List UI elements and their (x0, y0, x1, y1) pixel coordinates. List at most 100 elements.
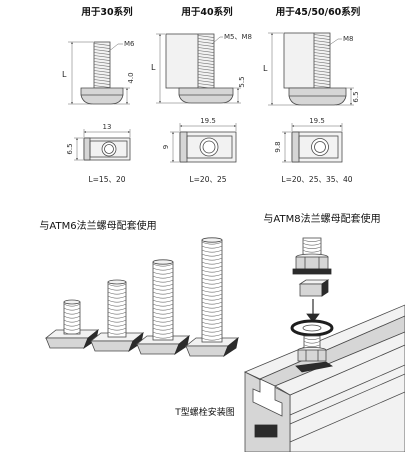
profile-groove-line (289, 364, 405, 416)
thread-coil-line (201, 289, 223, 293)
thread-coil-line (201, 281, 223, 285)
head-depth-label: 6.5 (66, 143, 74, 154)
thread-coil-line (107, 331, 127, 335)
thread-coil-line (302, 239, 322, 242)
thread-coil-line (93, 58, 111, 61)
shank-section (311, 138, 329, 156)
thread-lines (93, 43, 111, 88)
thread-coils (152, 263, 174, 339)
thread-coil-line (201, 261, 223, 265)
thread-coil-line (313, 40, 331, 43)
thread-coil-line (93, 49, 111, 52)
thread-coil-line (152, 287, 174, 291)
thread-coil-line (197, 80, 215, 83)
thread-coil-line (93, 85, 111, 88)
head-depth-label: 9.8 (274, 141, 282, 152)
thread-coil-line (313, 64, 331, 67)
lengths-40-series: L=20、25 (189, 175, 226, 184)
thread-coil-line (303, 340, 321, 344)
thread-coil-line (201, 253, 223, 257)
thread-coil-line (152, 323, 174, 327)
profile-top-rail-right (274, 331, 405, 396)
shank-end (152, 259, 174, 265)
installation-diagram (244, 237, 405, 452)
thread-coil-line (93, 46, 111, 49)
thread-coil-line (93, 82, 111, 85)
nut-flange (292, 268, 332, 275)
t-head (288, 87, 347, 106)
thread-leader-line (107, 43, 123, 53)
length-label: L (62, 70, 67, 79)
thread-coil-line (152, 267, 174, 271)
thread-coil-line (197, 59, 215, 62)
thread-coil-line (303, 337, 321, 340)
thread-coil-line (63, 311, 81, 315)
thread-coil-line (152, 303, 174, 307)
thread-coil-line (152, 307, 174, 311)
top-view-40-series: 19.5 9 (162, 117, 237, 163)
thread-coil-line (201, 269, 223, 273)
head-depth-label: 9 (162, 145, 170, 149)
thread-coil-line (313, 67, 331, 70)
thread-coil-line (201, 333, 223, 337)
lengths-30-series: L=15、20 (88, 175, 125, 184)
shank-end (63, 299, 81, 305)
thread-coil-line (63, 331, 81, 335)
thread-coil-line (201, 285, 223, 289)
thread-coil-line (107, 307, 127, 311)
shank-end (201, 237, 223, 243)
thread-coil-line (313, 76, 331, 79)
thread-coil-line (107, 291, 127, 295)
thread-coil-line (197, 44, 215, 47)
thread-coil-line (107, 295, 127, 299)
thread-coil-line (313, 43, 331, 46)
shank-core (104, 144, 114, 154)
head-front-face (185, 345, 229, 357)
t-head (80, 87, 124, 105)
head-front-face (136, 343, 180, 355)
thread-coil-line (107, 315, 127, 319)
thread-coils (63, 303, 81, 335)
thread-coil-line (63, 315, 81, 319)
arrow-down-icon (306, 313, 320, 323)
thread-coil-line (201, 245, 223, 249)
shank-core (314, 141, 326, 153)
thread-coil-line (152, 327, 174, 331)
thread-coil-line (63, 327, 81, 331)
thread-coil-line (201, 249, 223, 253)
thread-coil-line (201, 293, 223, 297)
thread-coil-line (197, 62, 215, 65)
side-view-45-50-60-series: L M8 6.5 (263, 32, 360, 106)
thread-coil-line (93, 67, 111, 70)
head-height-label: 5.5 (238, 76, 246, 87)
hex-nut (297, 349, 327, 362)
thread-coil-line (313, 85, 331, 88)
thread-coil-line (93, 52, 111, 55)
head-width-label: 19.5 (309, 117, 325, 125)
head-width-label: 19.5 (200, 117, 216, 125)
thread-coil-line (152, 335, 174, 339)
thread-coil-line (201, 241, 223, 245)
thread-coil-line (201, 297, 223, 301)
thread-coil-line (201, 329, 223, 333)
thread-size-label: M6 (124, 40, 135, 48)
thread-coil-line (197, 35, 215, 38)
head-side-face (223, 337, 239, 358)
t-nut-side-face (321, 279, 329, 297)
thread-coil-line (313, 79, 331, 82)
thread-coil-line (93, 70, 111, 73)
installation-caption: T型螺栓安装图 (174, 406, 235, 418)
shank-section (101, 141, 117, 157)
thread-leader-line (327, 38, 342, 47)
thread-coil-line (201, 277, 223, 281)
thread-coil-line (107, 311, 127, 315)
thread-coil-line (201, 273, 223, 277)
thread-coil-line (152, 315, 174, 319)
washer (290, 319, 334, 337)
head-chamfer (291, 131, 300, 163)
length-label: L (151, 63, 156, 72)
t-bolt-extra-long (184, 237, 240, 358)
thread-coil-line (313, 52, 331, 55)
thread-coil-line (152, 271, 174, 275)
bolt-assembly-upper (292, 237, 332, 297)
